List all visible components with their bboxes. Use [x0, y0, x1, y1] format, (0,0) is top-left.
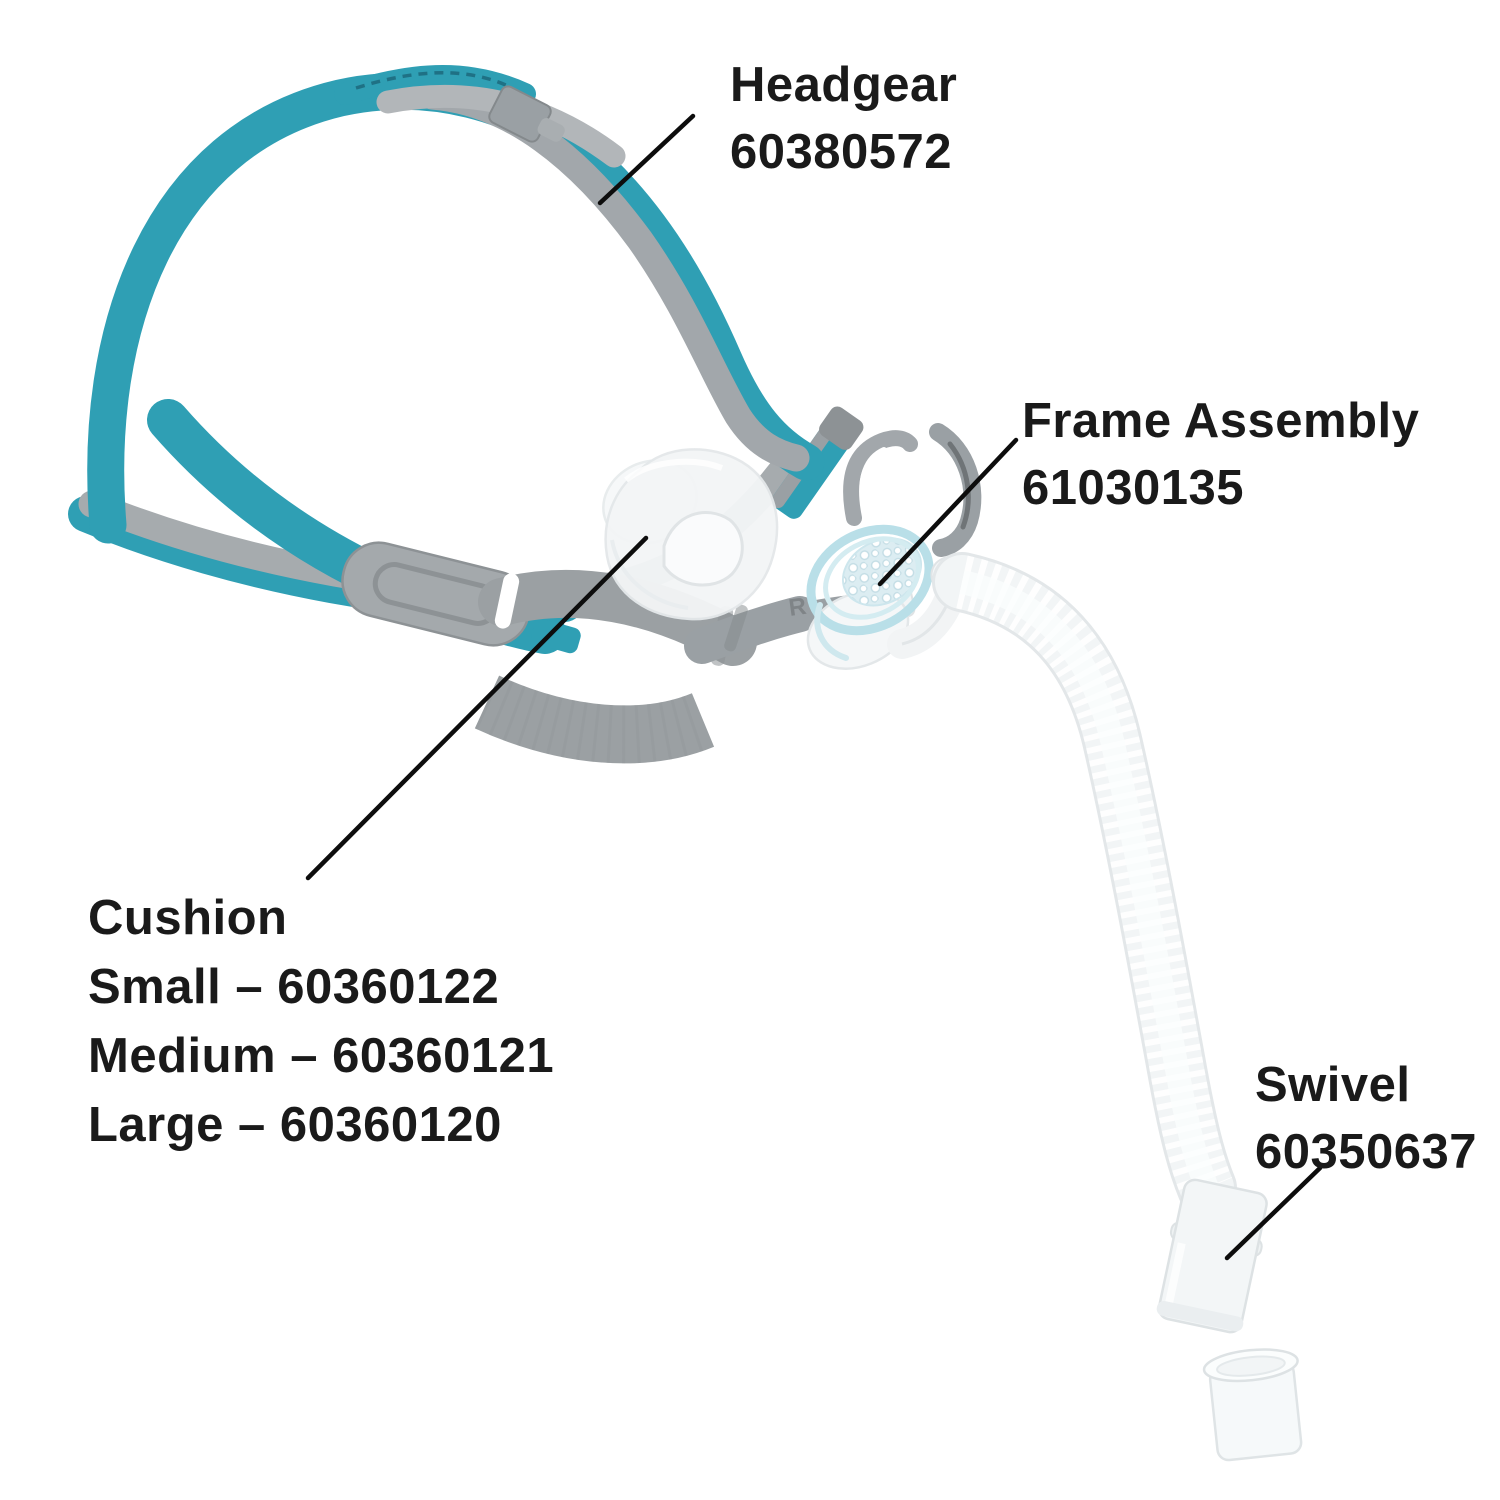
cushion-label-title: Cushion — [88, 891, 288, 945]
headgear-label: Headgear 60380572 — [730, 52, 957, 186]
frame-assembly-part-number: 61030135 — [1022, 461, 1245, 515]
swivel-label-title: Swivel — [1255, 1058, 1411, 1112]
cushion-size-large: Large – 60360120 — [88, 1098, 502, 1152]
tube-illustration — [930, 552, 1237, 1218]
swivel-illustration — [1156, 1178, 1268, 1334]
cushion-illustration — [602, 448, 779, 621]
cushion-size-medium: Medium – 60360121 — [88, 1029, 555, 1083]
swivel-cap-illustration — [1202, 1348, 1303, 1462]
swivel-label: Swivel 60350637 — [1255, 1052, 1477, 1186]
strap-right-marking: R — [787, 593, 808, 622]
cushion-leader-line — [305, 535, 649, 881]
headgear-leader-line — [597, 113, 696, 206]
swivel-part-number: 60350637 — [1255, 1125, 1478, 1179]
frame-assembly-leader-line — [877, 437, 1019, 587]
headgear-label-title: Headgear — [730, 58, 958, 112]
headgear-illustration — [68, 65, 864, 654]
cushion-size-small: Small – 60360122 — [88, 960, 500, 1014]
headgear-part-number: 60380572 — [730, 125, 953, 179]
swivel-leader-line — [1224, 1165, 1323, 1261]
frame-assembly-label-title: Frame Assembly — [1022, 394, 1420, 448]
cushion-label: Cushion Small – 60360122 Medium – 603601… — [88, 884, 554, 1160]
frame-assembly-label: Frame Assembly 61030135 — [1022, 388, 1419, 522]
